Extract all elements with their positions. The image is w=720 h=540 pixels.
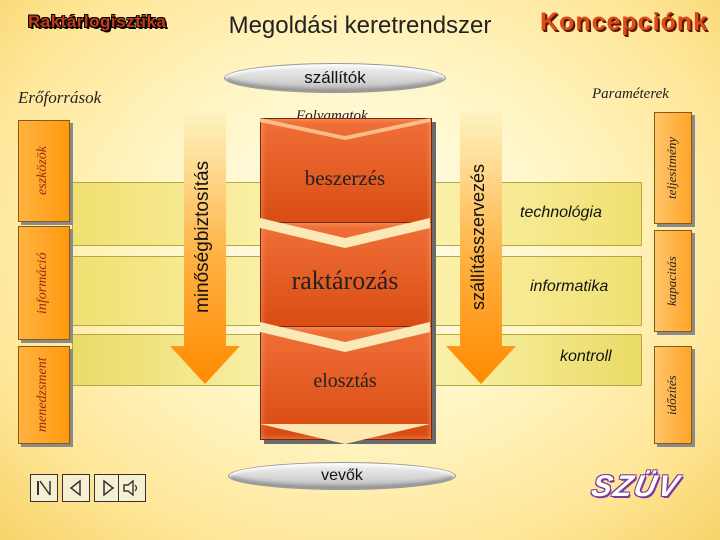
parameter-box-timing-label: időzítés: [664, 375, 679, 415]
process-chevrons: [260, 118, 430, 444]
app-title: Raktárlogisztika: [28, 12, 167, 31]
next-icon: [103, 479, 115, 497]
shipping-arrow-label: szállításszervezés: [468, 163, 488, 311]
first-slide-button[interactable]: [30, 474, 58, 502]
sound-button[interactable]: [118, 474, 146, 502]
concept-title: Koncepciónk: [540, 8, 708, 36]
parameter-box-capacity: kapacitás: [654, 230, 692, 332]
band-control-label: kontroll: [560, 348, 612, 365]
band-informatics-label: informatika: [530, 278, 609, 295]
process-warehousing-label: raktározás: [291, 266, 399, 295]
process-distribution-label: elosztás: [313, 370, 377, 392]
previous-slide-button[interactable]: [62, 474, 90, 502]
resource-box-information-label: információ: [35, 252, 50, 314]
resource-box-information: információ: [18, 226, 70, 340]
resource-box-tools: eszközök: [18, 120, 70, 222]
parameters-label: Paraméterek: [592, 86, 669, 102]
next-slide-button[interactable]: [94, 474, 122, 502]
skip-back-icon: [37, 480, 51, 496]
szuv-logo: SZÜV: [588, 470, 684, 503]
customers-pill: vevők: [228, 462, 456, 490]
resource-box-tools-label: eszközök: [35, 146, 50, 196]
quality-arrow-label: minőségbiztosítás: [192, 160, 213, 314]
speaker-icon: [123, 479, 138, 497]
band-technology-label: technológia: [520, 204, 602, 221]
process-procurement-label: beszerzés: [304, 166, 386, 190]
quality-arrow: [170, 112, 240, 384]
shipping-arrow: [446, 112, 516, 384]
parameter-box-performance-label: teljesítmény: [664, 136, 679, 200]
page-title: Megoldási keretrendszer: [228, 12, 492, 39]
resources-label: Erőforrások: [18, 88, 102, 107]
previous-icon: [69, 479, 81, 497]
parameter-box-performance: teljesítmény: [654, 112, 692, 224]
resource-box-management: menedzsment: [18, 346, 70, 444]
resource-box-management-label: menedzsment: [35, 357, 50, 433]
suppliers-pill: szállítók: [224, 63, 446, 93]
parameter-box-capacity-label: kapacitás: [664, 256, 679, 306]
parameter-box-timing: időzítés: [654, 346, 692, 444]
